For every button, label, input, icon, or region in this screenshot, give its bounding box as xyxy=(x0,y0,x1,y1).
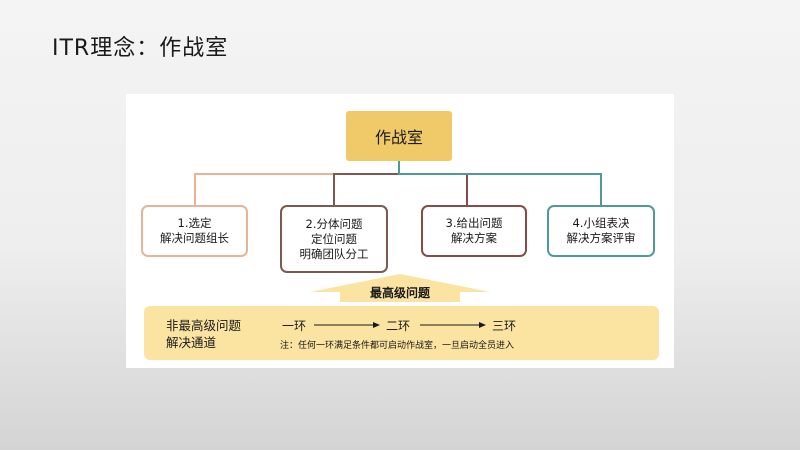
step-node-2: 2.分体问题 定位问题 明确团队分工 xyxy=(280,205,388,273)
step-2-line-3: 明确团队分工 xyxy=(299,246,369,261)
step-node-4: 4.小组表决 解决方案评审 xyxy=(547,205,655,257)
stage-arrow-1-head xyxy=(373,322,380,328)
root-node: 作战室 xyxy=(346,111,452,161)
stage-2: 二环 xyxy=(386,319,411,333)
connector-4 xyxy=(398,161,602,205)
stage-arrows xyxy=(314,322,486,328)
slide-title: ITR理念：作战室 xyxy=(52,36,229,61)
stage-arrow-2-head xyxy=(479,322,486,328)
connector-lines xyxy=(194,161,602,205)
stage-1: 一环 xyxy=(282,319,307,333)
step-2-line-1: 2.分体问题 xyxy=(305,216,363,231)
step-2-line-2: 定位问题 xyxy=(311,231,357,246)
step-node-3: 3.给出问题 解决方案 xyxy=(421,205,527,257)
connector-1 xyxy=(194,161,400,205)
stage-3: 三环 xyxy=(492,319,517,333)
diagram-panel: 作战室 1.选定 解决问题组长 2.分体问题 定位问题 明确团队分工 3.给出问… xyxy=(126,94,674,368)
non-highest-line-1: 非最高级问题 xyxy=(166,318,242,333)
root-label: 作战室 xyxy=(374,128,423,147)
step-3-line-2: 解决方案 xyxy=(451,231,497,245)
note-text: 注：任何一环满足条件都可启动作战室，一旦启动全员进入 xyxy=(280,341,515,351)
connector-2 xyxy=(333,161,400,205)
connector-3 xyxy=(398,161,468,205)
step-node-1: 1.选定 解决问题组长 xyxy=(141,205,248,257)
step-3-line-1: 3.给出问题 xyxy=(445,216,503,230)
step-1-line-1: 1.选定 xyxy=(177,216,212,230)
step-1-line-2: 解决问题组长 xyxy=(160,231,229,245)
step-4-line-1: 4.小组表决 xyxy=(572,216,630,230)
step-4-line-2: 解决方案评审 xyxy=(566,231,636,245)
escalation-arrow xyxy=(310,274,490,302)
escalation-label: 最高级问题 xyxy=(369,286,430,300)
non-highest-line-2: 解决通道 xyxy=(166,335,217,350)
non-highest-channel: 非最高级问题 解决通道 xyxy=(166,317,241,351)
escalation-band: 非最高级问题 解决通道 一环 二环 三环 注：任何一环满足条件都可启动作战室，一… xyxy=(144,306,659,360)
